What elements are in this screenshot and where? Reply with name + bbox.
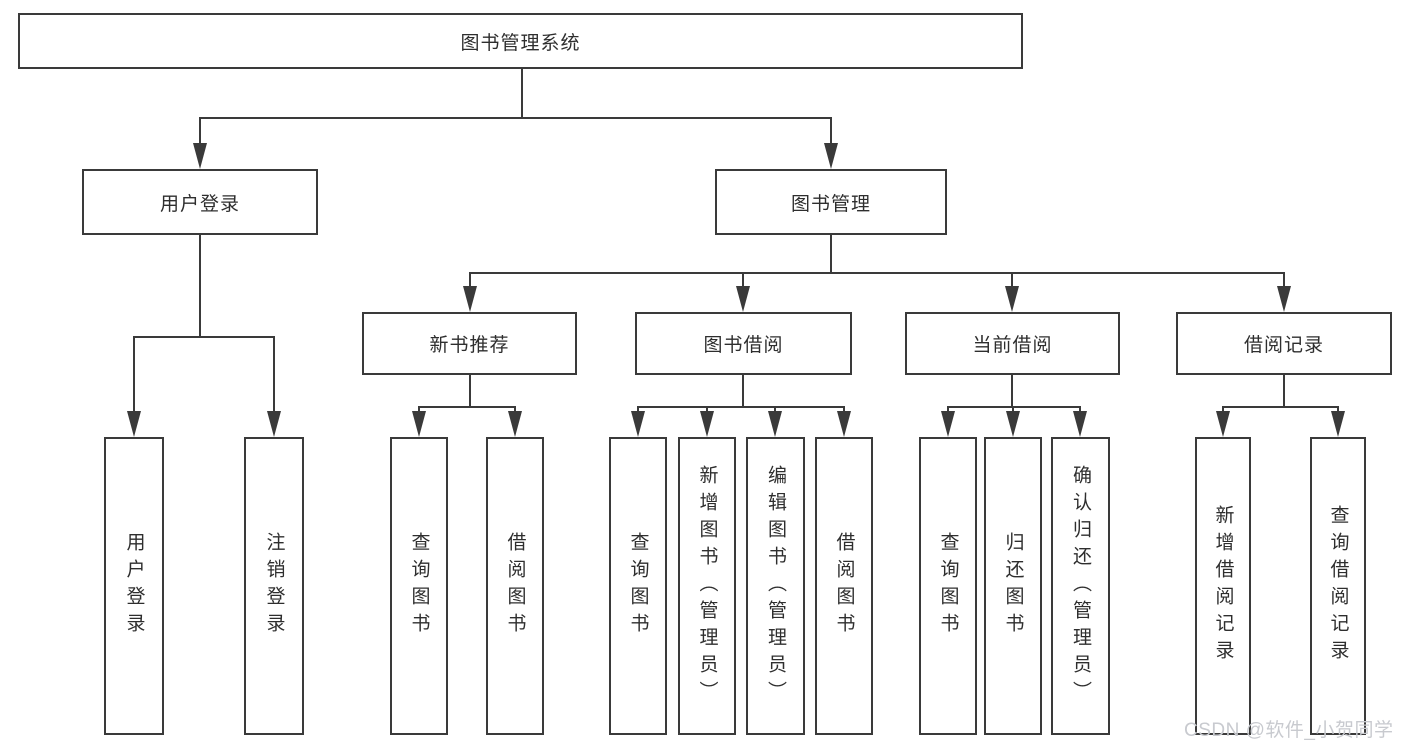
csdn-watermark: CSDN @软件_小贺同学 xyxy=(1184,720,1394,741)
node-book-borrowing: 图书借阅 xyxy=(635,312,852,375)
arrow-down-icon xyxy=(1006,411,1020,437)
node-label: 查询图书 xyxy=(937,532,959,640)
node-label: 借阅图书 xyxy=(504,532,526,640)
node-label: 借阅图书 xyxy=(833,532,855,640)
connector-hline xyxy=(947,406,1081,408)
connector-vline xyxy=(1283,375,1285,408)
leaf-current-search-books: 查询图书 xyxy=(919,437,977,735)
node-current-borrowing: 当前借阅 xyxy=(905,312,1120,375)
node-label: 用户登录 xyxy=(159,193,240,215)
arrow-down-icon xyxy=(412,411,426,437)
arrow-down-icon xyxy=(824,143,838,169)
connector-vline xyxy=(521,69,523,119)
node-library-system: 图书管理系统 xyxy=(18,13,1023,69)
node-label: 图书管理 xyxy=(790,193,871,215)
connector-vline xyxy=(469,273,471,290)
node-borrowing-records: 借阅记录 xyxy=(1176,312,1392,375)
leaf-borrow-borrow-books: 借阅图书 xyxy=(815,437,873,735)
arrow-down-icon xyxy=(1277,286,1291,312)
connector-vline xyxy=(830,235,832,274)
leaf-records-search-record: 查询借阅记录 xyxy=(1310,437,1366,735)
connector-vline xyxy=(273,337,275,415)
arrow-down-icon xyxy=(837,411,851,437)
connector-hline xyxy=(469,272,1285,274)
connector-hline xyxy=(133,336,275,338)
arrow-down-icon xyxy=(1331,411,1345,437)
node-book-management: 图书管理 xyxy=(715,169,947,235)
connector-vline xyxy=(830,118,832,147)
connector-vline xyxy=(1283,273,1285,290)
leaf-records-add-record: 新增借阅记录 xyxy=(1195,437,1251,735)
node-label: 新书推荐 xyxy=(429,335,510,356)
arrow-down-icon xyxy=(941,411,955,437)
node-label: 编辑图书（管理员） xyxy=(765,464,786,708)
node-label: 当前借阅 xyxy=(972,335,1053,356)
node-label: 确认归还（管理员） xyxy=(1070,464,1091,708)
arrow-down-icon xyxy=(1216,411,1230,437)
node-label: 归还图书 xyxy=(1002,532,1024,640)
node-label: 图书借阅 xyxy=(703,335,784,356)
connector-vline xyxy=(1011,375,1013,408)
connector-vline xyxy=(742,375,744,408)
connector-vline xyxy=(469,375,471,408)
node-label: 查询图书 xyxy=(627,532,649,640)
connector-hline xyxy=(199,117,832,119)
connector-hline xyxy=(637,406,845,408)
leaf-newrec-borrow-books: 借阅图书 xyxy=(486,437,544,735)
arrow-down-icon xyxy=(700,411,714,437)
arrow-down-icon xyxy=(267,411,281,437)
leaf-logout: 注销登录 xyxy=(244,437,304,735)
arrow-down-icon xyxy=(1005,286,1019,312)
arrow-down-icon xyxy=(463,286,477,312)
leaf-current-confirm-return-admin: 确认归还（管理员） xyxy=(1051,437,1110,735)
connector-vline xyxy=(199,235,201,338)
leaf-borrow-search-books: 查询图书 xyxy=(609,437,667,735)
leaf-newrec-search-books: 查询图书 xyxy=(390,437,448,735)
leaf-borrow-add-books-admin: 新增图书（管理员） xyxy=(678,437,736,735)
arrow-down-icon xyxy=(193,143,207,169)
node-label: 图书管理系统 xyxy=(460,32,581,54)
connector-hline xyxy=(418,406,516,408)
node-new-book-recommend: 新书推荐 xyxy=(362,312,577,375)
node-user-login: 用户登录 xyxy=(82,169,318,235)
leaf-user-login: 用户登录 xyxy=(104,437,164,735)
arrow-down-icon xyxy=(736,286,750,312)
connector-hline xyxy=(1222,406,1339,408)
connector-vline xyxy=(199,118,201,147)
arrow-down-icon xyxy=(1073,411,1087,437)
node-label: 查询借阅记录 xyxy=(1327,505,1349,667)
node-label: 新增借阅记录 xyxy=(1212,505,1234,667)
node-label: 新增图书（管理员） xyxy=(696,464,718,708)
connector-vline xyxy=(1011,273,1013,290)
connector-vline xyxy=(133,337,135,415)
node-label: 用户登录 xyxy=(123,532,145,640)
connector-vline xyxy=(742,273,744,290)
node-label: 借阅记录 xyxy=(1243,335,1324,356)
leaf-current-return-books: 归还图书 xyxy=(984,437,1042,735)
arrow-down-icon xyxy=(768,411,782,437)
leaf-borrow-edit-books-admin: 编辑图书（管理员） xyxy=(746,437,805,735)
node-label: 查询图书 xyxy=(408,532,430,640)
arrow-down-icon xyxy=(127,411,141,437)
arrow-down-icon xyxy=(631,411,645,437)
arrow-down-icon xyxy=(508,411,522,437)
node-label: 注销登录 xyxy=(263,532,285,640)
